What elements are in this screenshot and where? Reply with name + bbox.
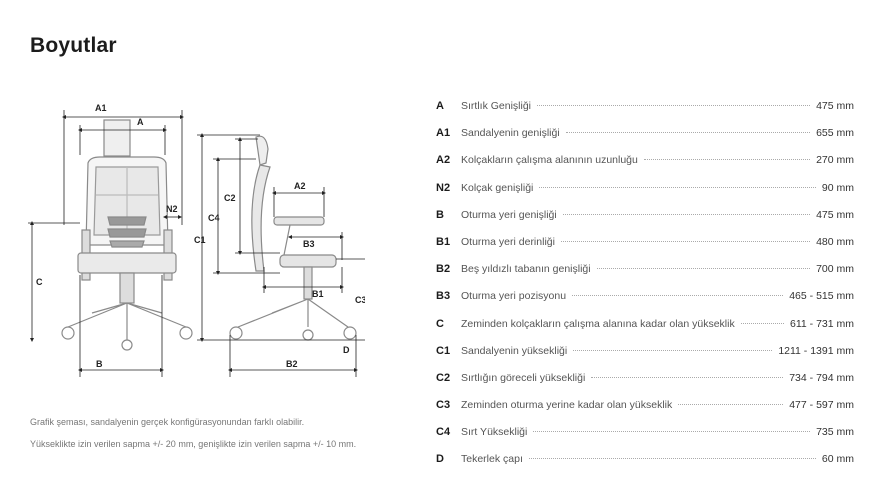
spec-label: Sırt Yüksekliği	[461, 426, 528, 439]
label-A2: A2	[294, 181, 306, 191]
specification-list: A Sırtlık Genişliği 475 mm A1 Sandalyeni…	[436, 100, 854, 481]
spec-code: C	[436, 317, 444, 330]
spec-label: Zeminden oturma yerine kadar olan yüksek…	[461, 399, 673, 412]
spec-code: A	[436, 100, 444, 112]
spec-value: 734 - 794 mm	[789, 371, 854, 384]
spec-label: Beş yıldızlı tabanın genişliği	[461, 263, 591, 276]
spec-label: Zeminden kolçakların çalışma alanına kad…	[461, 317, 735, 330]
dotted-leader	[740, 322, 784, 324]
chair-side-view	[229, 135, 357, 341]
label-D: D	[343, 345, 350, 355]
label-A1: A1	[95, 103, 107, 113]
spec-row-A1: A1 Sandalyenin genişliği 655 mm	[436, 127, 854, 154]
spec-code: B3	[436, 290, 451, 303]
spec-row-B: B Oturma yeri genişliği 475 mm	[436, 209, 854, 236]
spec-value: 477 - 597 mm	[789, 399, 854, 412]
spec-value: 475 mm	[816, 100, 854, 112]
chair-front-view	[61, 119, 193, 351]
spec-label: Sırtlığın göreceli yüksekliği	[461, 371, 586, 384]
spec-code: C1	[436, 344, 451, 357]
spec-code: C2	[436, 371, 451, 384]
spec-label: Sırtlık Genişliği	[461, 100, 532, 112]
spec-value: 90 mm	[821, 181, 854, 194]
spec-code: C3	[436, 399, 451, 412]
note-tolerance: Yükseklikte izin verilen sapma +/- 20 mm…	[30, 439, 357, 449]
dotted-leader	[573, 349, 773, 351]
label-C1: C1	[194, 235, 206, 245]
dotted-leader	[537, 105, 811, 106]
label-C4: C4	[208, 213, 220, 223]
spec-value: 1211 - 1391 mm	[778, 344, 854, 357]
spec-row-B1: B1 Oturma yeri derinliği 480 mm	[436, 236, 854, 263]
dotted-leader	[562, 213, 811, 215]
dotted-leader	[560, 240, 811, 242]
spec-code: C4	[436, 426, 451, 439]
spec-value: 735 mm	[816, 426, 854, 439]
chair-dimension-diagram: A1 A N2 C B	[28, 103, 365, 377]
spec-row-A2: A2 Kolçakların çalışma alanının uzunluğu…	[436, 154, 854, 181]
dotted-leader	[643, 159, 811, 161]
spec-code: B	[436, 208, 444, 221]
label-C3: C3	[355, 295, 365, 305]
spec-value: 700 mm	[816, 263, 854, 276]
spec-label: Oturma yeri derinliği	[461, 235, 555, 248]
spec-label: Oturma yeri genişliği	[461, 208, 557, 221]
label-B: B	[96, 359, 103, 369]
spec-code: A2	[436, 154, 451, 167]
spec-label: Tekerlek çapı	[461, 453, 523, 466]
spec-row-C3: C3 Zeminden oturma yerine kadar olan yük…	[436, 399, 854, 426]
spec-row-B2: B2 Beş yıldızlı tabanın genişliği 700 mm	[436, 263, 854, 290]
spec-row-N2: N2 Kolçak genişliği 90 mm	[436, 182, 854, 209]
spec-value: 465 - 515 mm	[789, 290, 854, 303]
dotted-leader	[565, 132, 811, 134]
spec-label: Oturma yeri pozisyonu	[461, 290, 567, 303]
dotted-leader	[591, 376, 784, 378]
label-C2: C2	[224, 193, 236, 203]
spec-value: 611 - 731 mm	[790, 317, 854, 330]
spec-label: Sandalyenin genişliği	[461, 127, 560, 140]
spec-row-B3: B3 Oturma yeri pozisyonu 465 - 515 mm	[436, 290, 854, 317]
spec-code: B1	[436, 235, 451, 248]
dotted-leader	[528, 458, 816, 460]
spec-code: B2	[436, 263, 451, 276]
spec-value: 475 mm	[816, 208, 854, 221]
dotted-leader	[533, 431, 811, 433]
spec-value: 655 mm	[816, 127, 854, 140]
spec-code: A1	[436, 127, 451, 140]
spec-value: 60 mm	[821, 453, 854, 466]
spec-row-C: C Zeminden kolçakların çalışma alanına k…	[436, 318, 854, 345]
spec-row-D: D Tekerlek çapı 60 mm	[436, 453, 854, 480]
spec-value: 480 mm	[816, 235, 854, 248]
spec-row-C4: C4 Sırt Yüksekliği 735 mm	[436, 426, 854, 453]
notes: Grafik şeması, sandalyenin gerçek konfig…	[30, 416, 375, 460]
label-B3: B3	[303, 239, 315, 249]
spec-code: D	[436, 453, 444, 466]
spec-row-A: A Sırtlık Genişliği 475 mm	[436, 100, 854, 127]
spec-row-C2: C2 Sırtlığın göreceli yüksekliği 734 - 7…	[436, 372, 854, 399]
label-C: C	[36, 277, 43, 287]
label-N2: N2	[166, 204, 178, 214]
label-B1: B1	[312, 289, 324, 299]
spec-value: 270 mm	[816, 154, 854, 167]
label-A: A	[137, 117, 144, 127]
spec-label: Kolçakların çalışma alanının uzunluğu	[461, 154, 638, 167]
dotted-leader	[596, 268, 811, 270]
spec-code: N2	[436, 181, 451, 194]
side-view-dimensions	[197, 133, 365, 377]
note-graphic-scheme: Grafik şeması, sandalyenin gerçek konfig…	[30, 417, 305, 427]
label-B2: B2	[286, 359, 298, 369]
spec-label: Sandalyenin yüksekliği	[461, 344, 568, 357]
dotted-leader	[539, 186, 816, 188]
spec-label: Kolçak genişliği	[461, 181, 534, 194]
dotted-leader	[678, 404, 784, 406]
page-title: Boyutlar	[30, 34, 117, 57]
dotted-leader	[572, 295, 784, 297]
front-view-dimensions	[28, 110, 184, 377]
spec-row-C1: C1 Sandalyenin yüksekliği 1211 - 1391 mm	[436, 345, 854, 372]
